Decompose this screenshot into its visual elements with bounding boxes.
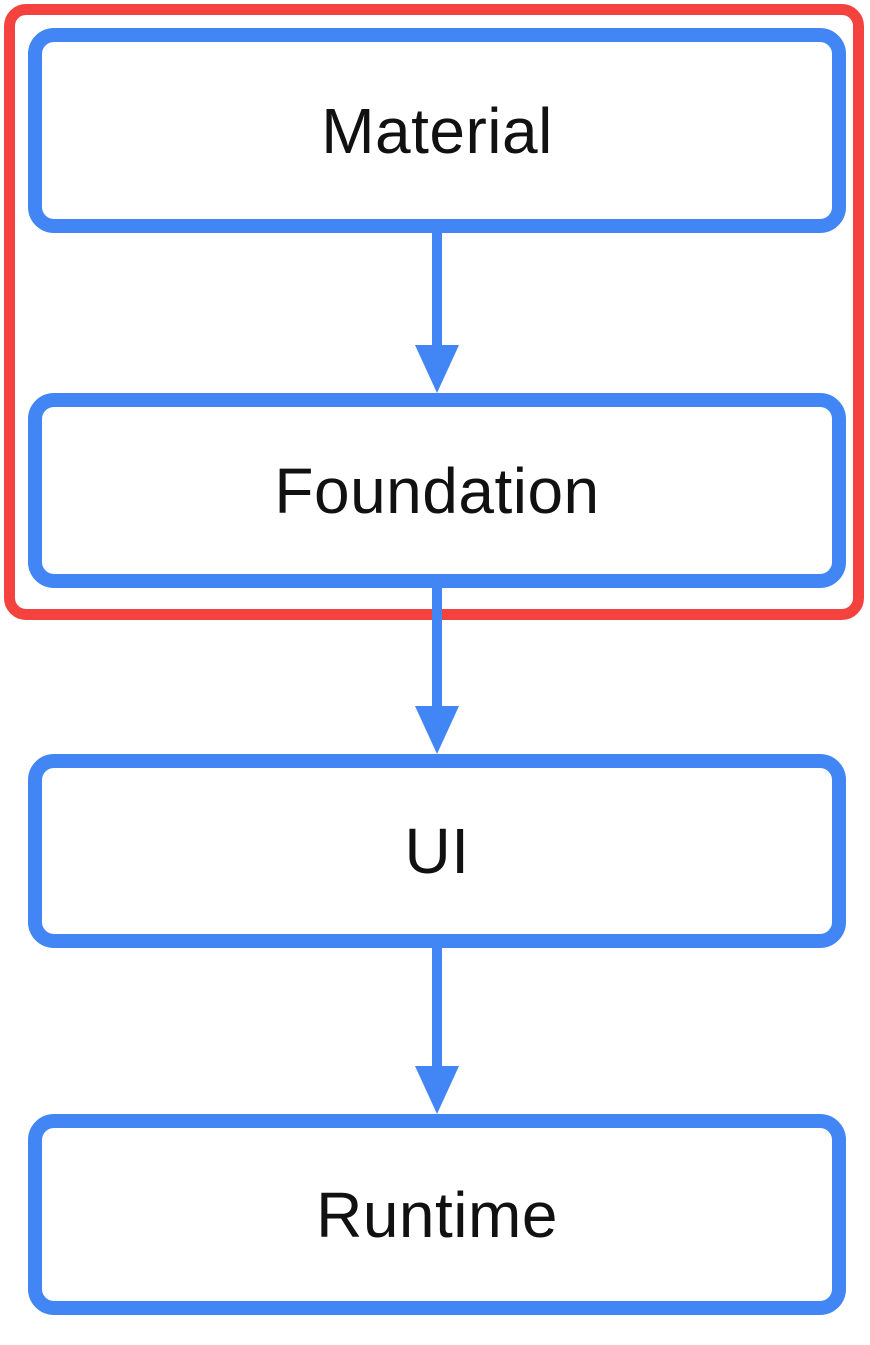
arrowhead-icon (415, 1066, 459, 1114)
connector-ui-to-runtime (415, 948, 459, 1114)
node-runtime[interactable]: Runtime (28, 1114, 846, 1315)
connector-shaft (432, 233, 442, 346)
node-foundation-label: Foundation (274, 454, 600, 527)
connector-shaft (432, 588, 442, 707)
node-ui-label: UI (404, 815, 470, 887)
node-material-label: Material (321, 94, 553, 167)
node-runtime-label: Runtime (316, 1178, 558, 1251)
arrowhead-icon (415, 706, 459, 754)
connector-shaft (432, 948, 442, 1067)
node-ui[interactable]: UI (28, 754, 846, 948)
connector-material-to-foundation (415, 233, 459, 393)
connector-foundation-to-ui (415, 588, 459, 754)
node-material[interactable]: Material (28, 28, 846, 233)
node-foundation[interactable]: Foundation (28, 393, 846, 588)
arrowhead-icon (415, 345, 459, 393)
